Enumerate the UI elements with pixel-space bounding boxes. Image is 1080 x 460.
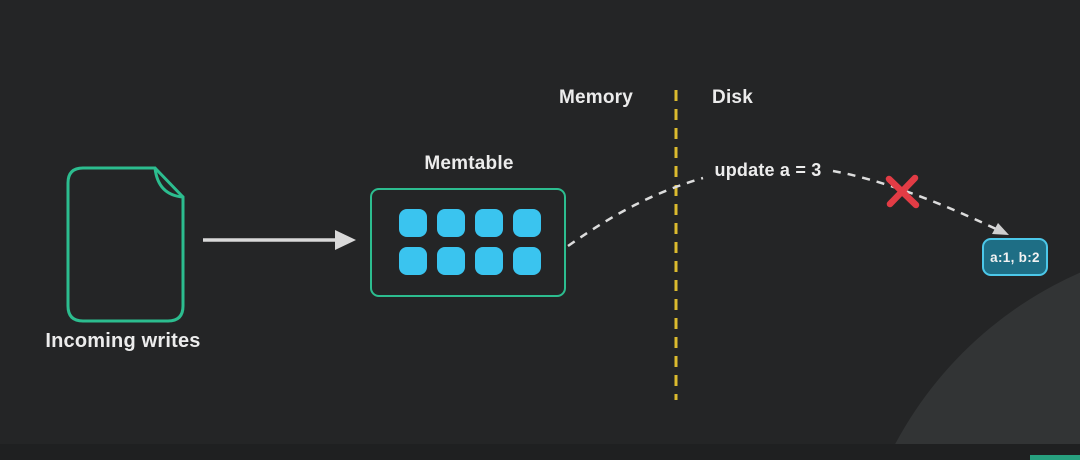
write-arrow-icon [203, 230, 356, 250]
memory-label: Memory [558, 87, 634, 108]
memtable-cell [437, 247, 465, 275]
flush-curve-left [567, 176, 704, 248]
memtable-cells [399, 209, 541, 275]
memtable-cell [475, 247, 503, 275]
memtable-label: Memtable [424, 153, 514, 174]
bottom-bar [0, 444, 1080, 460]
disk-label: Disk [712, 87, 753, 108]
memtable-cell [437, 209, 465, 237]
error-x-icon [885, 174, 920, 209]
memtable-cell [399, 209, 427, 237]
progress-bar-fragment [1030, 455, 1080, 460]
memtable-cell [399, 247, 427, 275]
memtable-cell [475, 209, 503, 237]
memtable-cell [513, 209, 541, 237]
flush-curve-right [832, 169, 997, 231]
document-icon [66, 166, 185, 323]
sstable-value: a:1, b:2 [990, 249, 1040, 265]
flush-curve-arrowhead [992, 223, 1009, 235]
update-annotation: update a = 3 [714, 160, 822, 180]
memtable-box [370, 188, 566, 297]
sstable-box: a:1, b:2 [982, 238, 1048, 276]
incoming-writes-label: Incoming writes [45, 330, 201, 352]
memtable-cell [513, 247, 541, 275]
